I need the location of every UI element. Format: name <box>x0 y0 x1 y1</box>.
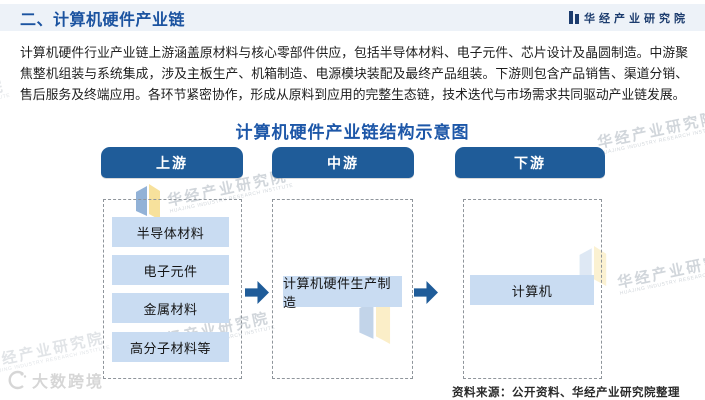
upstream-item: 电子元件 <box>112 255 229 285</box>
stage-tab-upstream: 上游 <box>101 147 243 178</box>
corner-watermark: 大数跨境 <box>8 368 104 392</box>
downstream-item: 计算机 <box>470 275 594 305</box>
header-bar: 二、计算机硬件产业链 华经产业研究院 <box>0 4 705 31</box>
flow-arrow-right-icon <box>414 281 438 304</box>
upstream-item: 高分子材料等 <box>112 332 229 362</box>
flow-arrow-right-icon <box>245 281 269 304</box>
page-title: 二、计算机硬件产业链 <box>20 11 186 29</box>
stage-tab-downstream: 下游 <box>455 147 605 178</box>
stage-tab-midstream: 中游 <box>272 147 414 178</box>
corner-watermark-icon <box>8 370 27 390</box>
diagram-title: 计算机硬件产业链结构示意图 <box>235 123 470 142</box>
corner-watermark-text: 大数跨境 <box>32 374 105 391</box>
midstream-item: 计算机硬件生产制造 <box>283 276 402 310</box>
downstream-zone <box>463 199 602 379</box>
midstream-zone <box>272 199 413 379</box>
upstream-zone <box>103 199 242 379</box>
brand-logo-icon <box>569 11 579 24</box>
intro-paragraph: 计算机硬件行业产业链上游涵盖原材料与核心零部件供应，包括半导体材料、电子元件、芯… <box>20 45 688 102</box>
upstream-item: 半导体材料 <box>112 217 229 247</box>
brand-name: 华经产业研究院 <box>584 12 689 25</box>
source-note: 资料来源：公开资料、华经产业研究院整理 <box>452 387 680 399</box>
upstream-item: 金属材料 <box>112 293 229 323</box>
brand-watermark: 华经产业研究院 HUAJING INDUSTRY RESEARCH INSTIT… <box>0 329 111 377</box>
brand-logo: 华经产业研究院 <box>569 10 689 26</box>
brand-watermark: 华经产业研究院 HUAJING INDUSTRY RESEARCH INSTIT… <box>616 249 705 297</box>
